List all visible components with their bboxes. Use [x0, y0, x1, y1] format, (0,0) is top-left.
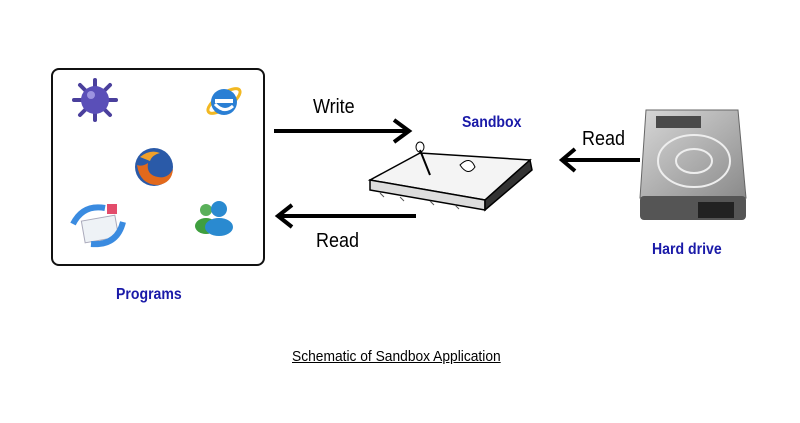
programs-label: Programs	[116, 286, 182, 303]
firefox-icon	[135, 148, 173, 186]
messenger-icon	[195, 201, 233, 236]
sandbox-label: Sandbox	[462, 114, 522, 131]
programs-box	[51, 68, 265, 266]
read-label-left: Read	[316, 230, 360, 252]
hard-drive-label: Hard drive	[652, 241, 722, 258]
write-label: Write	[313, 96, 355, 118]
read-label-right: Read	[582, 128, 626, 150]
diagram-caption: Schematic of Sandbox Application	[292, 348, 501, 365]
read-arrow-to-programs	[274, 203, 416, 229]
sandbox-icon	[367, 141, 533, 212]
internet-explorer-icon	[206, 87, 242, 115]
write-arrow	[274, 118, 413, 144]
email-sync-icon	[70, 204, 126, 248]
read-arrow-from-hard-drive	[558, 147, 640, 173]
minesweeper-mine-icon	[72, 78, 118, 122]
hard-drive-icon	[639, 109, 747, 220]
